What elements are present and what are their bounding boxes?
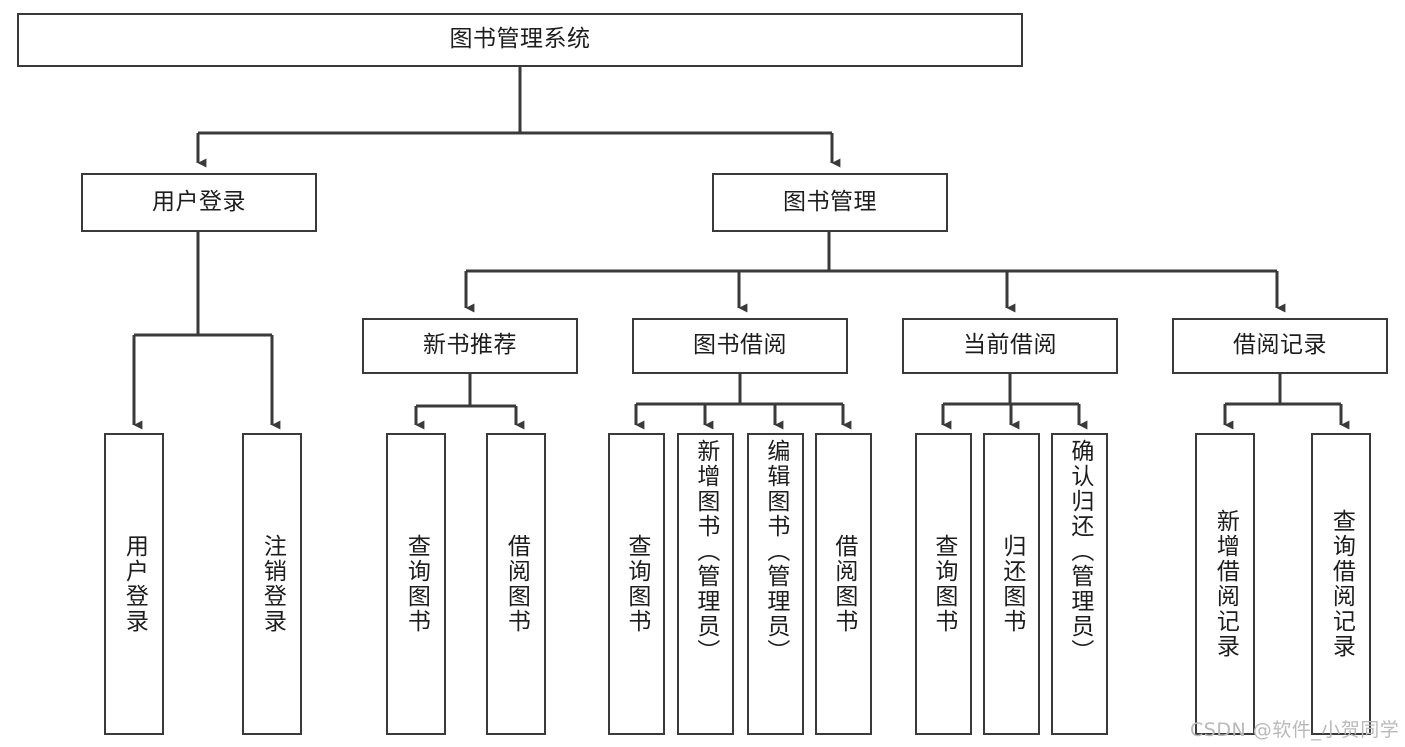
leaf-user-login-label: 用户登录	[121, 534, 148, 634]
leaf-confirm-return-admin-label: 确认归还（管理员）	[1066, 439, 1093, 664]
leaf-query-book-2[interactable]: 查询图书	[608, 433, 665, 735]
leaf-logout-login-label: 注销登录	[259, 534, 286, 634]
leaf-confirm-return-admin[interactable]: 确认归还（管理员）	[1051, 433, 1108, 735]
node-root[interactable]: 图书管理系统	[17, 13, 1023, 67]
leaf-edit-book-admin[interactable]: 编辑图书（管理员）	[747, 433, 804, 735]
leaf-borrow-book-2-label: 借阅图书	[830, 534, 857, 634]
leaf-borrow-book-2[interactable]: 借阅图书	[815, 433, 872, 735]
node-new-book-recommend[interactable]: 新书推荐	[362, 318, 578, 374]
leaf-query-book-1[interactable]: 查询图书	[386, 433, 446, 735]
leaf-query-book-2-label: 查询图书	[623, 534, 650, 634]
node-book-management[interactable]: 图书管理	[712, 173, 948, 232]
leaf-query-book-3[interactable]: 查询图书	[915, 433, 972, 735]
node-current-borrow-label: 当前借阅	[963, 332, 1057, 359]
node-root-label: 图书管理系统	[449, 26, 591, 53]
leaf-borrow-book-1-label: 借阅图书	[503, 534, 530, 634]
leaf-query-borrow-record[interactable]: 查询借阅记录	[1311, 433, 1371, 735]
leaf-edit-book-admin-label: 编辑图书（管理员）	[762, 439, 789, 664]
leaf-logout-login[interactable]: 注销登录	[242, 433, 302, 735]
leaf-add-book-admin[interactable]: 新增图书（管理员）	[677, 433, 734, 735]
node-book-management-label: 图书管理	[783, 188, 877, 215]
node-book-borrow[interactable]: 图书借阅	[632, 318, 848, 374]
watermark: CSDN @软件_小贺同学	[1190, 719, 1400, 741]
leaf-query-book-3-label: 查询图书	[930, 534, 957, 634]
leaf-return-book[interactable]: 归还图书	[983, 433, 1040, 735]
node-borrow-record[interactable]: 借阅记录	[1172, 318, 1388, 374]
node-book-borrow-label: 图书借阅	[693, 332, 787, 359]
leaf-add-borrow-record[interactable]: 新增借阅记录	[1195, 433, 1255, 735]
node-current-borrow[interactable]: 当前借阅	[902, 318, 1118, 374]
node-user-login[interactable]: 用户登录	[81, 173, 317, 232]
leaf-add-borrow-record-label: 新增借阅记录	[1212, 509, 1239, 659]
leaf-add-book-admin-label: 新增图书（管理员）	[692, 439, 719, 664]
node-borrow-record-label: 借阅记录	[1233, 332, 1327, 359]
node-new-book-recommend-label: 新书推荐	[423, 332, 517, 359]
leaf-borrow-book-1[interactable]: 借阅图书	[486, 433, 546, 735]
leaf-query-borrow-record-label: 查询借阅记录	[1328, 509, 1355, 659]
node-user-login-label: 用户登录	[152, 188, 246, 215]
leaf-return-book-label: 归还图书	[998, 534, 1025, 634]
leaf-user-login[interactable]: 用户登录	[104, 433, 164, 735]
leaf-query-book-1-label: 查询图书	[403, 534, 430, 634]
